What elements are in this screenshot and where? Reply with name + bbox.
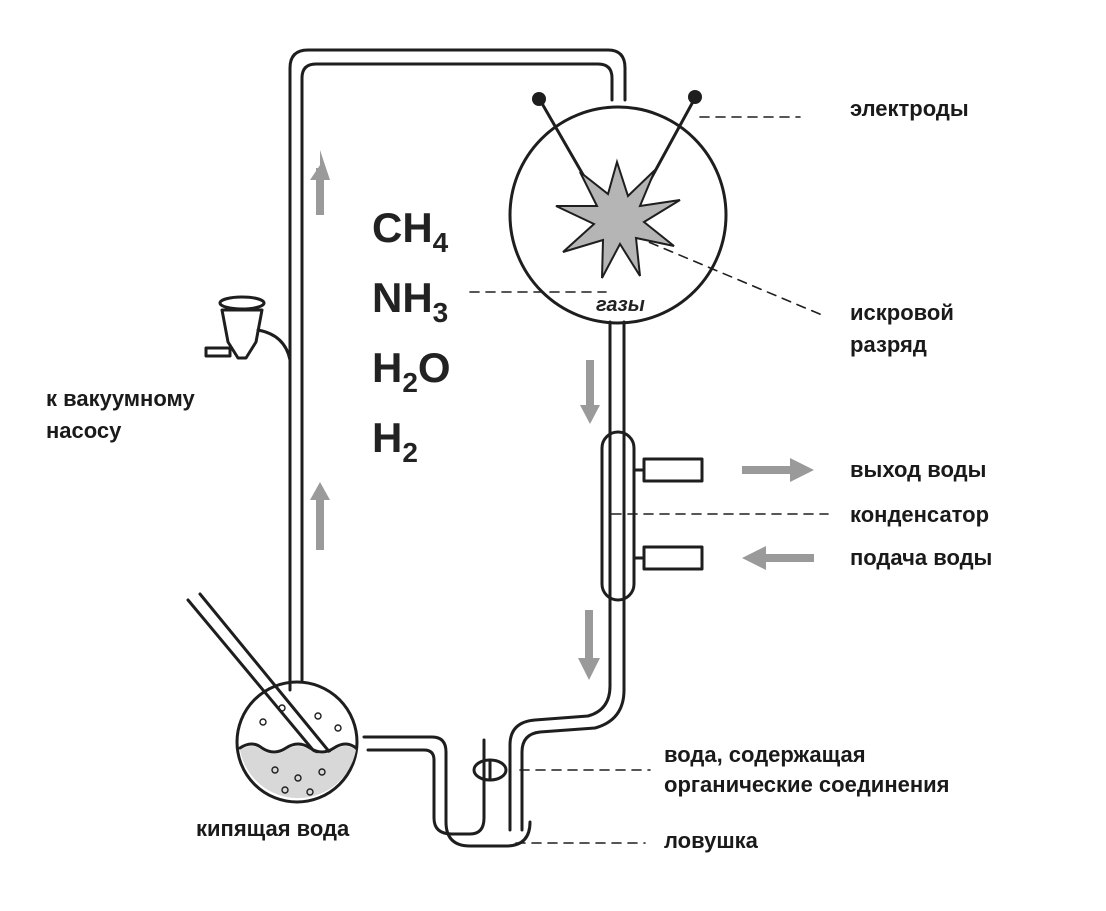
gases-label: газы [596, 294, 645, 316]
inlet-tube-inner [198, 592, 338, 762]
formula-nh3-sub: 3 [432, 297, 449, 328]
spark-discharge [555, 158, 681, 279]
organic-water-label-line2: органические соединения [664, 772, 950, 797]
arrow-up-top [310, 150, 330, 215]
down-tube-outer [520, 320, 626, 832]
spark-label-line2: разряд [850, 332, 927, 357]
boiling-water [240, 746, 356, 799]
vacuum-stopcock-head [218, 295, 266, 311]
arrow-up-bottom-head [310, 482, 330, 500]
condenser-label: конденсатор [850, 502, 990, 527]
electrode-left-tip [532, 92, 546, 106]
vacuum-pump-label-line1: к вакуумному [46, 386, 195, 411]
formula-hydrogen: H2 [372, 415, 418, 476]
formula-h2o-base: H [372, 344, 403, 391]
water-out-pipe [642, 457, 704, 483]
formula-ch4-sub: 4 [432, 227, 449, 258]
vacuum-stopcock-body [220, 308, 264, 360]
formula-h2o-sub: 2 [402, 367, 418, 398]
vacuum-stopcock-outlet [204, 346, 232, 358]
vacuum-tube-link [256, 328, 292, 362]
formula-methane: CH4 [372, 205, 448, 266]
arrow-up-top-shaft [316, 168, 324, 215]
water-out-label: выход воды [850, 457, 987, 482]
bubbles [259, 704, 342, 796]
trap-u-tube-outer [362, 735, 532, 848]
formula-h2-base: H [372, 414, 403, 461]
formula-ammonia: NH3 [372, 275, 448, 336]
arrow-down-lower-head [578, 658, 600, 680]
formula-water: H2O [372, 345, 451, 406]
organic-water-label-line1: вода, содержащая [664, 742, 866, 767]
electrode-right-tip [688, 90, 702, 104]
boiling-flask-water-line [238, 742, 358, 754]
arrow-water-out [742, 458, 814, 482]
vacuum-pump-label-line2: насосу [46, 418, 122, 443]
water-in-label: подача воды [850, 545, 993, 570]
leader-spark [619, 229, 823, 316]
top-tube-inner [300, 62, 614, 682]
gas-flask [508, 105, 728, 325]
arrow-water-in [742, 546, 814, 570]
arrow-up-bottom-shaft [316, 500, 324, 550]
trap-u-tube-inner [366, 738, 486, 836]
formula-ch4-base: CH [372, 204, 433, 251]
top-tube-outer [288, 48, 627, 692]
formula-h2-sub: 2 [402, 437, 418, 468]
boiling-flask [235, 680, 359, 804]
formula-nh3-base: NH [372, 274, 433, 321]
arrow-down-lower-shaft [585, 610, 593, 660]
water-in-pipe [642, 545, 704, 571]
spark-label-line1: искровой [850, 300, 954, 325]
boiling-water-label: кипящая вода [196, 816, 350, 841]
electrodes-label: электроды [850, 96, 969, 121]
arrow-down-upper-shaft [586, 360, 594, 406]
trap-label: ловушка [664, 828, 758, 853]
arrow-down-upper-head [580, 405, 600, 424]
formula-h2o-tail: O [417, 344, 451, 391]
down-tube-inner [508, 320, 612, 832]
condenser-jacket [600, 430, 636, 602]
inlet-tube-outer [186, 598, 330, 770]
